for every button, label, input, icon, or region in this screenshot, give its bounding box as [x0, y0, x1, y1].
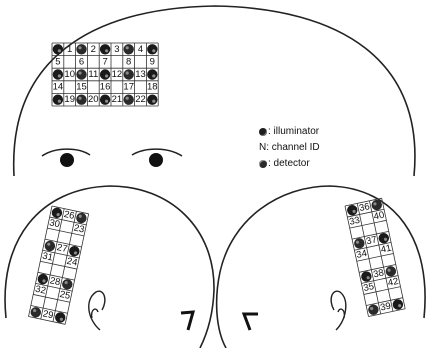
dot-highlight [152, 74, 155, 77]
channel-label: 2 [91, 44, 96, 55]
channel-label: 29 [42, 308, 55, 321]
channel-label: 20 [88, 94, 99, 105]
illuminator-dot [392, 298, 404, 310]
legend-detector: : detector [259, 156, 320, 172]
channel-label: 22 [135, 94, 146, 105]
channel-label: 41 [380, 243, 393, 256]
right-ear [331, 291, 346, 330]
channel-label: 28 [49, 275, 62, 288]
illuminator-dot [54, 311, 66, 323]
dot-highlight [126, 71, 129, 74]
front-head-outline [14, 6, 415, 176]
channel-label: 36 [358, 201, 371, 214]
illuminator-dot [53, 44, 63, 54]
channel-label: 4 [138, 44, 143, 55]
channel-label: 8 [126, 56, 131, 67]
channel-label: 3 [114, 44, 119, 55]
illuminator-dot [53, 95, 63, 105]
dot-highlight [58, 49, 61, 52]
detector-dot [76, 44, 86, 54]
channel-label: 40 [373, 210, 386, 223]
channel-label: 13 [135, 69, 146, 80]
channel-label: 31 [41, 251, 54, 264]
detector-dot [124, 69, 134, 79]
left-head-outline [5, 186, 214, 348]
channel-label: 11 [88, 69, 98, 80]
channel-label: 14 [53, 82, 64, 93]
channel-label: 7 [102, 56, 107, 67]
channel-label: 27 [56, 242, 69, 255]
dot-highlight [78, 46, 81, 49]
channel-label: 19 [64, 94, 75, 105]
channel-label: 26 [63, 209, 76, 222]
illuminator-dot [147, 69, 157, 79]
dot-highlight [152, 100, 155, 103]
channel-label: 21 [112, 94, 123, 105]
channel-label: 33 [348, 215, 361, 228]
channel-label: 39 [379, 301, 392, 314]
channel-label: 15 [76, 82, 87, 93]
legend-channel: N: channel ID [259, 140, 320, 156]
detector-dot [367, 304, 379, 316]
illuminator-dot [100, 69, 110, 79]
dot-highlight [58, 74, 61, 77]
channel-label: 5 [55, 56, 60, 67]
dot-highlight [126, 97, 129, 100]
dot-highlight [105, 49, 108, 52]
legend: : illuminator N: channel ID : detector [259, 124, 320, 172]
left-eye [60, 153, 74, 167]
illuminator-dot [147, 95, 157, 105]
channel-label: 32 [34, 284, 47, 297]
right-face-mark [244, 314, 258, 330]
dot-highlight [78, 71, 81, 74]
illuminator-dot [100, 44, 110, 54]
detector-icon [259, 160, 267, 168]
channel-label: 25 [59, 289, 72, 302]
channel-label: 17 [123, 82, 134, 93]
left-probe-grid: 2630 23 2731 24 2832 25 29 [29, 206, 89, 324]
right-probe-grid: 3633 40 3734 41 3835 42 39 [345, 198, 405, 316]
channel-label: 18 [147, 82, 158, 93]
channel-label: 35 [362, 281, 375, 294]
channel-label: 30 [48, 217, 61, 230]
channel-label: 23 [73, 223, 86, 236]
dot-highlight [105, 74, 108, 77]
illuminator-dot [100, 95, 110, 105]
channel-label: 12 [112, 69, 123, 80]
channel-label: 6 [79, 56, 84, 67]
illuminator-dot [53, 69, 63, 79]
channel-label: 16 [100, 82, 111, 93]
right-eye [149, 153, 163, 167]
dot-highlight [126, 46, 129, 49]
legend-illuminator: : illuminator [259, 124, 320, 140]
channel-label: 9 [150, 56, 155, 67]
legend-detector-label: : detector [268, 156, 310, 172]
left-face-mark [181, 312, 193, 330]
left-ear [89, 291, 105, 330]
dot-highlight [78, 97, 81, 100]
illuminator-dot [147, 44, 157, 54]
detector-dot [76, 69, 86, 79]
front-probe-grid: 12345678910111213141516171819202122 [52, 43, 158, 106]
channel-label: 1 [67, 44, 72, 55]
legend-channel-label: N: channel ID [259, 140, 320, 156]
dot-highlight [58, 100, 61, 103]
channel-label: 38 [372, 267, 385, 280]
channel-label: 42 [387, 276, 400, 289]
legend-illuminator-label: : illuminator [268, 124, 319, 140]
channel-label: 24 [66, 256, 79, 269]
detector-dot [124, 44, 134, 54]
illuminator-icon [259, 128, 267, 136]
detector-dot [76, 95, 86, 105]
dot-highlight [105, 100, 108, 103]
dot-highlight [152, 49, 155, 52]
detector-dot [124, 95, 134, 105]
channel-label: 10 [64, 69, 75, 80]
channel-label: 37 [365, 234, 378, 247]
channel-label: 34 [355, 248, 368, 261]
detector-dot [30, 306, 42, 318]
